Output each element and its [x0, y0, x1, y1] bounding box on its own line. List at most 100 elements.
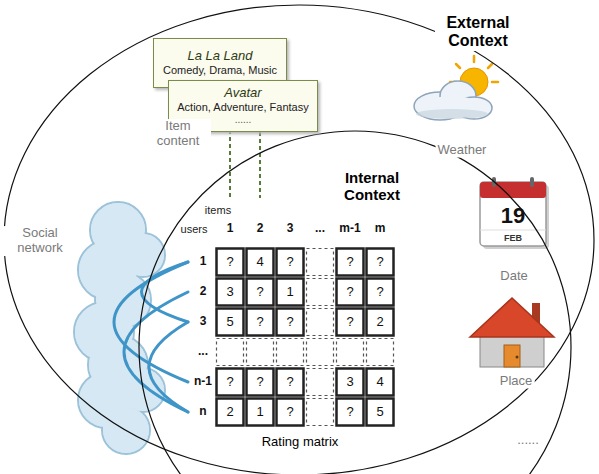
rating-value: ?	[256, 285, 263, 300]
rating-value: ?	[256, 375, 263, 390]
matrix-cell	[367, 369, 394, 396]
matrix-cell	[217, 369, 244, 396]
ellipse-outline	[4, 5, 594, 474]
matrix-cell	[337, 369, 364, 396]
column-header: m-1	[339, 222, 360, 236]
ellipsis-text: ......	[235, 114, 252, 126]
column-header: m	[375, 222, 386, 236]
rating-value: ?	[346, 285, 353, 300]
rating-value: 5	[226, 315, 233, 330]
matrix-gap-cell	[307, 309, 334, 336]
row-header: n	[199, 405, 206, 419]
rating-value: 2	[226, 405, 233, 420]
matrix-gap-cell	[367, 339, 394, 366]
rating-value: ?	[226, 375, 233, 390]
rating-value: ?	[376, 285, 383, 300]
rating-value: ?	[376, 255, 383, 270]
matrix-cell	[367, 309, 394, 336]
rating-value: 4	[376, 375, 383, 390]
matrix-cell	[247, 399, 274, 426]
matrix-caption: Rating matrix	[240, 435, 360, 450]
house-icon	[470, 298, 554, 367]
social-links	[114, 262, 188, 412]
matrix-grid	[217, 249, 394, 426]
rating-value: 3	[226, 285, 233, 300]
matrix-cell	[337, 249, 364, 276]
matrix-cell	[277, 249, 304, 276]
ellipse-outline	[3, 4, 595, 474]
rating-value: ?	[346, 315, 353, 330]
matrix-cell	[247, 279, 274, 306]
row-header: 2	[200, 285, 207, 299]
context-title: Internal Context	[335, 169, 409, 204]
rating-value: 5	[376, 405, 383, 420]
row-header: 3	[200, 315, 207, 329]
matrix-cell	[277, 399, 304, 426]
matrix-cell	[217, 249, 244, 276]
row-header: 1	[200, 255, 207, 269]
column-header: 3	[287, 222, 294, 236]
item-title: Avatar	[224, 86, 261, 101]
matrix-cell	[337, 309, 364, 336]
rating-value: ?	[346, 405, 353, 420]
matrix-gap-cell	[307, 279, 334, 306]
matrix-gap-cell	[307, 339, 334, 366]
matrix-cell	[277, 279, 304, 306]
matrix-cell	[217, 309, 244, 336]
axis-label: users	[181, 223, 208, 236]
ellipse-outline	[139, 131, 571, 474]
matrix-gap-cell	[307, 249, 334, 276]
calendar-month: FEB	[504, 233, 522, 243]
column-header: ...	[315, 222, 325, 236]
matrix-cell	[337, 399, 364, 426]
rating-value: ?	[256, 315, 263, 330]
calendar-day: 19	[501, 203, 525, 228]
rating-value: ?	[286, 315, 293, 330]
matrix-cell	[247, 249, 274, 276]
rating-value: 4	[256, 255, 263, 270]
row-header: ...	[198, 345, 208, 359]
rating-value: ?	[286, 405, 293, 420]
rating-value: ?	[286, 375, 293, 390]
row-header: n-1	[194, 375, 212, 389]
rating-value: 3	[346, 375, 353, 390]
matrix-cell	[367, 399, 394, 426]
matrix-cell	[247, 309, 274, 336]
matrix-cell	[217, 279, 244, 306]
matrix-gap-cell	[307, 369, 334, 396]
column-header: 1	[227, 222, 234, 236]
matrix-cell	[367, 279, 394, 306]
external-context-ellipse: Rating matrixInternal ContextLa La LandC…	[3, 4, 595, 474]
matrix-cell	[217, 399, 244, 426]
context-title: External Context	[435, 13, 521, 52]
item-card: AvatarAction, Adventure, Fantasy......	[168, 80, 318, 132]
internal-context-circle: Rating matrix Internal Context	[138, 130, 572, 474]
weather-icon	[414, 56, 498, 120]
rating-value: ?	[226, 255, 233, 270]
matrix-gap-cell	[307, 399, 334, 426]
matrix-cell	[277, 369, 304, 396]
matrix-gap-cell	[277, 339, 304, 366]
matrix-gap-cell	[217, 339, 244, 366]
icon-label: Place	[498, 374, 535, 389]
rating-value: 1	[256, 405, 263, 420]
rating-value: 2	[376, 315, 383, 330]
matrix-cell	[277, 309, 304, 336]
matrix-cell	[247, 369, 274, 396]
rating-value: ?	[286, 255, 293, 270]
calendar-icon	[480, 177, 549, 249]
icon-label: Date	[498, 269, 529, 284]
rating-matrix: Rating matrix	[185, 198, 407, 454]
social-cloud	[74, 202, 165, 454]
ellipsis-label: ......	[515, 433, 541, 448]
item-title: La La Land	[187, 49, 252, 64]
rating-value: ?	[346, 255, 353, 270]
matrix-gap-cell	[247, 339, 274, 366]
matrix-gap-cell	[337, 339, 364, 366]
dashed-link	[259, 132, 261, 198]
